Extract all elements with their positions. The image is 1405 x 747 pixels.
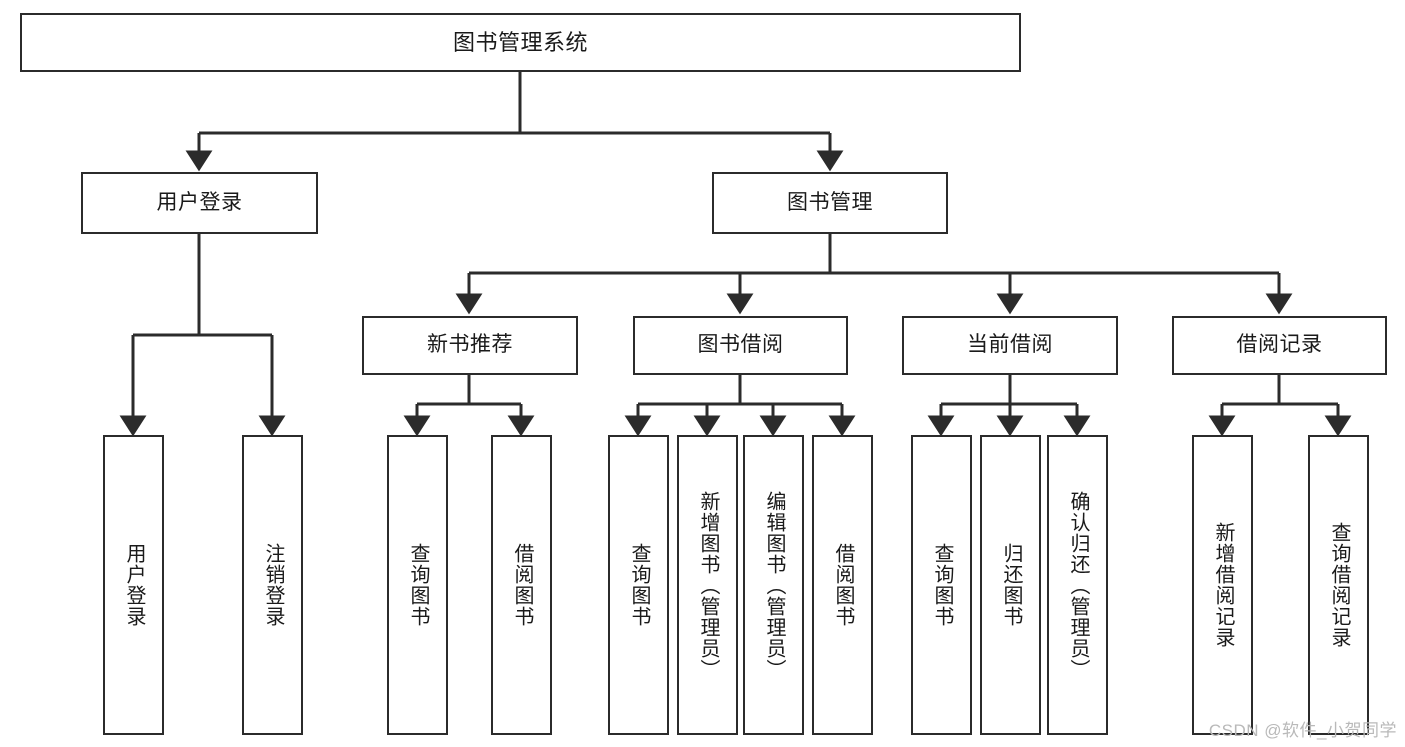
leaf-user-login-login[interactable]: 用户登录 [103,435,164,735]
node-label: 用户登录 [123,543,145,627]
node-new-book-recommendation[interactable]: 新书推荐 [362,316,578,375]
leaf-book-borrow-query-books[interactable]: 查询图书 [608,435,669,735]
node-label: 注销登录 [262,543,284,627]
node-label: 当前借阅 [967,333,1053,357]
node-book-management[interactable]: 图书管理 [712,172,948,234]
leaf-borrow-record-query-record[interactable]: 查询借阅记录 [1308,435,1369,735]
node-book-borrowing[interactable]: 图书借阅 [633,316,848,375]
node-borrowing-record[interactable]: 借阅记录 [1172,316,1387,375]
leaf-new-book-query-books[interactable]: 查询图书 [387,435,448,735]
leaf-current-borrow-confirm-return-admin[interactable]: 确认归还（管理员） [1047,435,1108,735]
leaf-user-login-logout[interactable]: 注销登录 [242,435,303,735]
csdn-watermark: CSDN @软件_小贺同学 [1208,721,1397,740]
node-label: 借阅图书 [511,543,533,627]
node-user-login[interactable]: 用户登录 [81,172,318,234]
leaf-current-borrow-query-books[interactable]: 查询图书 [911,435,972,735]
node-label: 查询借阅记录 [1328,522,1350,648]
node-label: 新增借阅记录 [1212,522,1234,648]
node-label: 图书管理系统 [452,29,588,55]
node-label: 编辑图书（管理员） [763,490,785,680]
leaf-book-borrow-borrow-books[interactable]: 借阅图书 [812,435,873,735]
leaf-book-borrow-edit-book-admin[interactable]: 编辑图书（管理员） [743,435,804,735]
node-label: 归还图书 [1000,543,1022,627]
node-label: 图书借阅 [697,333,784,357]
node-label: 用户登录 [156,190,243,214]
leaf-current-borrow-return-books[interactable]: 归还图书 [980,435,1041,735]
node-current-borrowing[interactable]: 当前借阅 [902,316,1118,375]
leaf-new-book-borrow-books[interactable]: 借阅图书 [491,435,552,735]
node-label: 借阅图书 [832,543,854,627]
node-label: 确认归还（管理员） [1067,490,1089,680]
node-label: 新书推荐 [427,333,513,357]
node-label: 借阅记录 [1236,333,1323,357]
node-root-book-management-system[interactable]: 图书管理系统 [20,13,1021,72]
leaf-borrow-record-add-record[interactable]: 新增借阅记录 [1192,435,1253,735]
node-label: 图书管理 [787,190,873,214]
node-label: 新增图书（管理员） [697,490,719,680]
node-label: 查询图书 [931,543,953,627]
node-label: 查询图书 [407,543,429,627]
node-label: 查询图书 [628,543,650,627]
leaf-book-borrow-add-book-admin[interactable]: 新增图书（管理员） [677,435,738,735]
